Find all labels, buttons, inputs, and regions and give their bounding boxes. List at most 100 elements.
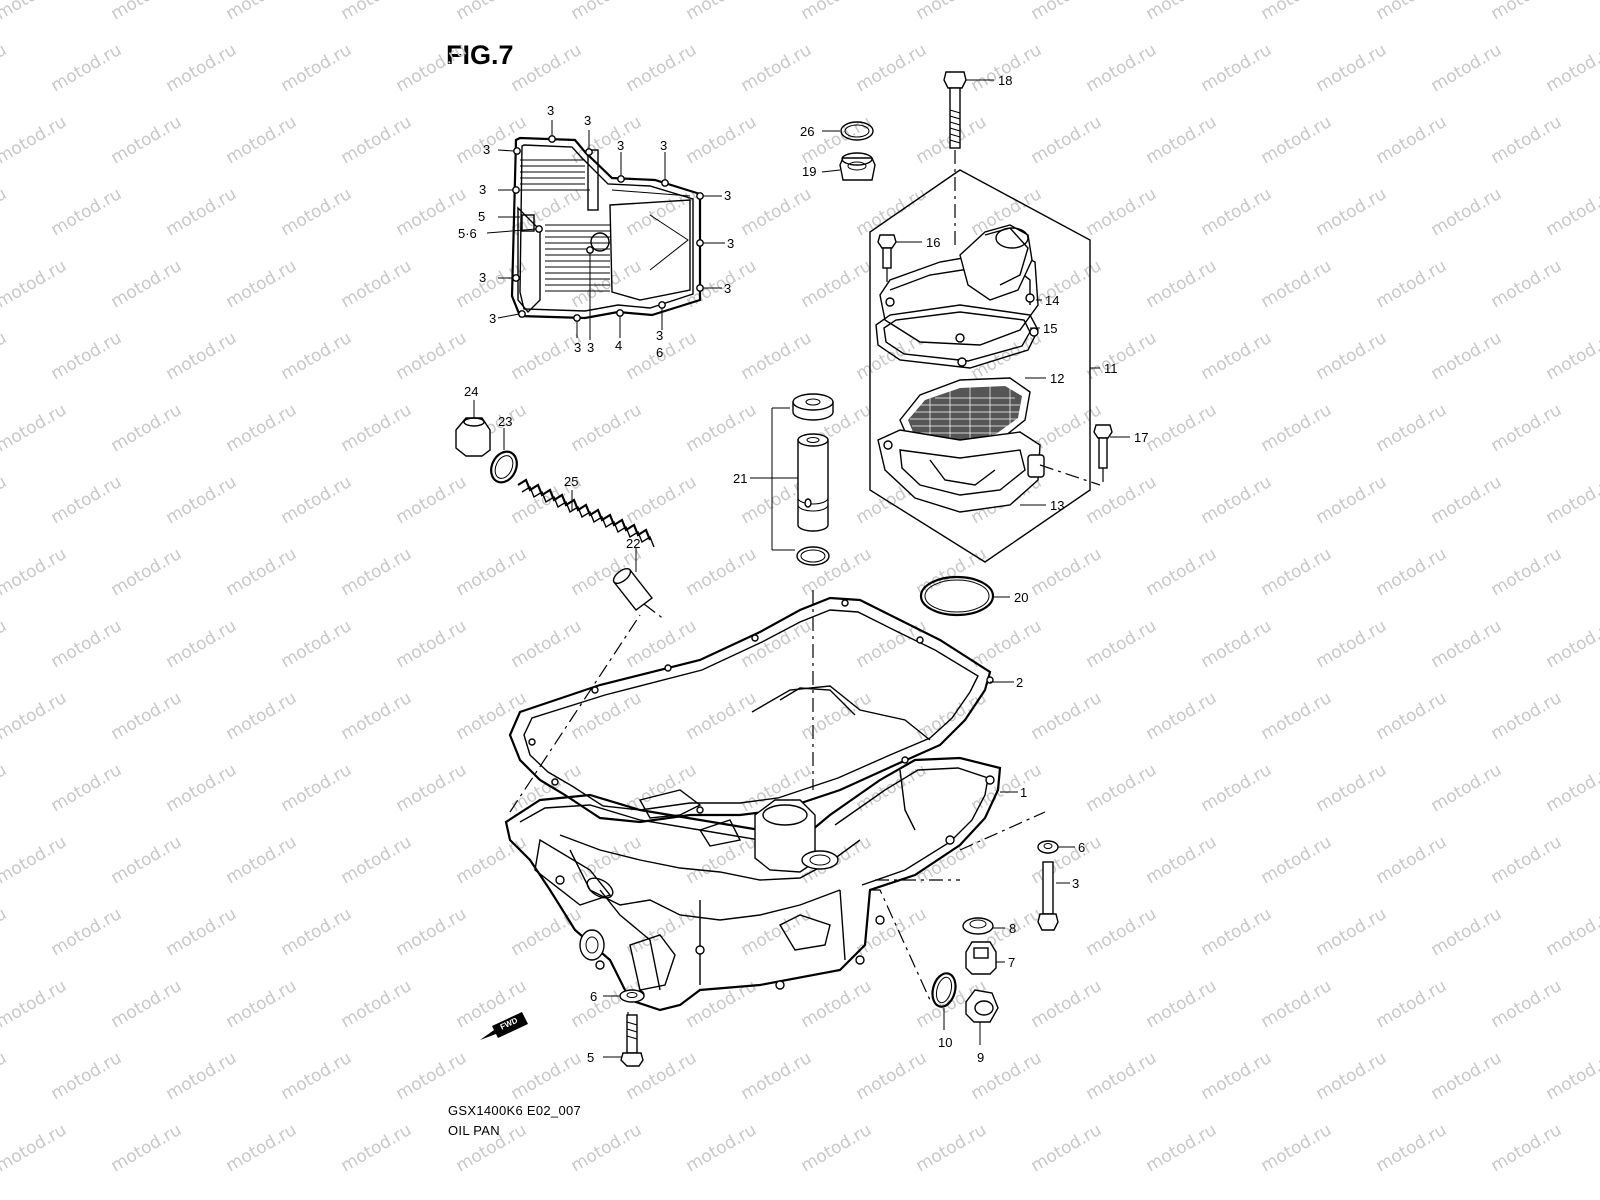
washer-6-left — [619, 989, 645, 1003]
watermark-text-180: motod.ru — [1543, 760, 1600, 816]
watermark-text-52: motod.ru — [623, 184, 701, 240]
watermark-text-130: motod.ru — [1028, 544, 1106, 600]
inset-callout-14: 3 — [587, 340, 594, 355]
watermark-text-129: motod.ru — [913, 544, 991, 600]
inset-callout-3: 3 — [617, 138, 624, 153]
watermark-text-58: motod.ru — [1313, 184, 1391, 240]
watermark-text-214: motod.ru — [338, 976, 416, 1032]
watermark-text-186: motod.ru — [568, 832, 646, 888]
watermark-text-196: motod.ru — [0, 904, 10, 960]
watermark-text-51: motod.ru — [508, 184, 586, 240]
watermark-text-32: motod.ru — [108, 112, 186, 168]
watermark-text-96: motod.ru — [568, 400, 646, 456]
inset-callout-16: 3 — [656, 328, 663, 343]
watermark-text-226: motod.ru — [0, 1048, 10, 1104]
spring-25 — [517, 478, 655, 548]
part-callout-15-15: 15 — [1043, 321, 1057, 336]
watermark-text-97: motod.ru — [683, 400, 761, 456]
watermark-text-118: motod.ru — [1313, 472, 1391, 528]
watermark-text-8: motod.ru — [798, 0, 876, 24]
watermark-text-182: motod.ru — [108, 832, 186, 888]
watermark-text-132: motod.ru — [1258, 544, 1336, 600]
watermark-text-237: motod.ru — [1198, 1048, 1276, 1104]
watermark-text-234: motod.ru — [853, 1048, 931, 1104]
watermark-text-202: motod.ru — [623, 904, 701, 960]
part-callout-13-13: 13 — [1050, 498, 1064, 513]
drain-plug-7 — [965, 941, 997, 975]
inset-oil-pan-bottom-view — [486, 120, 725, 340]
watermark-text-26: motod.ru — [1083, 40, 1161, 96]
watermark-text-14: motod.ru — [1488, 0, 1566, 24]
watermark-text-138: motod.ru — [163, 616, 241, 672]
watermark-text-153: motod.ru — [223, 688, 301, 744]
model-code: GSX1400K6 E02_007 — [448, 1103, 582, 1118]
part-callout-5-4: 5 — [587, 1050, 594, 1065]
watermark-text-154: motod.ru — [338, 688, 416, 744]
watermark-text-254: motod.ru — [1488, 1120, 1566, 1176]
watermark-text-23: motod.ru — [738, 40, 816, 96]
watermark-text-1: motod.ru — [0, 0, 70, 24]
part-callout-9-9: 9 — [977, 1050, 984, 1065]
inset-callout-18: 6 — [656, 345, 663, 360]
watermark-text-210: motod.ru — [1543, 904, 1600, 960]
watermark-text-133: motod.ru — [1373, 544, 1451, 600]
inset-callout-10: 5·6 — [458, 226, 477, 241]
watermark-text-221: motod.ru — [1143, 976, 1221, 1032]
bolt-18 — [943, 71, 967, 245]
inset-callout-6: 3 — [727, 236, 734, 251]
watermark-text-18: motod.ru — [163, 40, 241, 96]
inset-callout-4: 3 — [660, 138, 667, 153]
o-ring-26 — [840, 121, 874, 141]
watermark-text-81: motod.ru — [508, 328, 586, 384]
relief-valve-21 — [771, 393, 834, 790]
washer-8 — [962, 917, 994, 935]
watermark-text-71: motod.ru — [1143, 256, 1221, 312]
watermark-text-148: motod.ru — [1313, 616, 1391, 672]
watermark-text-79: motod.ru — [278, 328, 356, 384]
watermark-text-193: motod.ru — [1373, 832, 1451, 888]
watermark-text-102: motod.ru — [1258, 400, 1336, 456]
watermark-text-200: motod.ru — [393, 904, 471, 960]
watermark-text-73: motod.ru — [1373, 256, 1451, 312]
watermark-text-93: motod.ru — [223, 400, 301, 456]
washer-6-right — [1037, 840, 1059, 854]
watermark-text-57: motod.ru — [1198, 184, 1276, 240]
section-name: OIL PAN — [448, 1123, 500, 1138]
part-callout-22-22: 22 — [626, 536, 640, 551]
part-callout-16-16: 16 — [926, 235, 940, 250]
oil-pan-1 — [504, 614, 1046, 1030]
part-callout-12-12: 12 — [1050, 371, 1064, 386]
watermark-text-66: motod.ru — [568, 256, 646, 312]
watermark-text-240: motod.ru — [1543, 1048, 1600, 1104]
watermark-text-76: motod.ru — [0, 328, 10, 384]
watermark-text-231: motod.ru — [508, 1048, 586, 1104]
watermark-text-2: motod.ru — [108, 0, 186, 24]
watermark-text-83: motod.ru — [738, 328, 816, 384]
watermark-text-181: motod.ru — [0, 832, 70, 888]
watermark-text-250: motod.ru — [1028, 1120, 1106, 1176]
cap-19 — [839, 152, 876, 181]
watermark-text-27: motod.ru — [1198, 40, 1276, 96]
watermark-text-208: motod.ru — [1313, 904, 1391, 960]
watermark-text-177: motod.ru — [1198, 760, 1276, 816]
watermark-text-74: motod.ru — [1488, 256, 1566, 312]
inset-callout-11: 3 — [479, 270, 486, 285]
inset-bolt-holes — [512, 135, 704, 322]
watermark-text-163: motod.ru — [1373, 688, 1451, 744]
watermark-text-143: motod.ru — [738, 616, 816, 672]
watermark-text-72: motod.ru — [1258, 256, 1336, 312]
main-leaders — [473, 79, 1130, 1058]
watermark-text-164: motod.ru — [1488, 688, 1566, 744]
watermark-text-228: motod.ru — [163, 1048, 241, 1104]
watermark-text-207: motod.ru — [1198, 904, 1276, 960]
gasket-15 — [875, 304, 1039, 369]
watermark-text-17: motod.ru — [48, 40, 126, 96]
watermark-text-218: motod.ru — [798, 976, 876, 1032]
watermark-text-185: motod.ru — [453, 832, 531, 888]
watermark-text-244: motod.ru — [338, 1120, 416, 1176]
watermark-text-236: motod.ru — [1083, 1048, 1161, 1104]
watermark-text-211: motod.ru — [0, 976, 70, 1032]
watermark-text-144: motod.ru — [853, 616, 931, 672]
watermark-text-5: motod.ru — [453, 0, 531, 24]
watermark-text-150: motod.ru — [1543, 616, 1600, 672]
